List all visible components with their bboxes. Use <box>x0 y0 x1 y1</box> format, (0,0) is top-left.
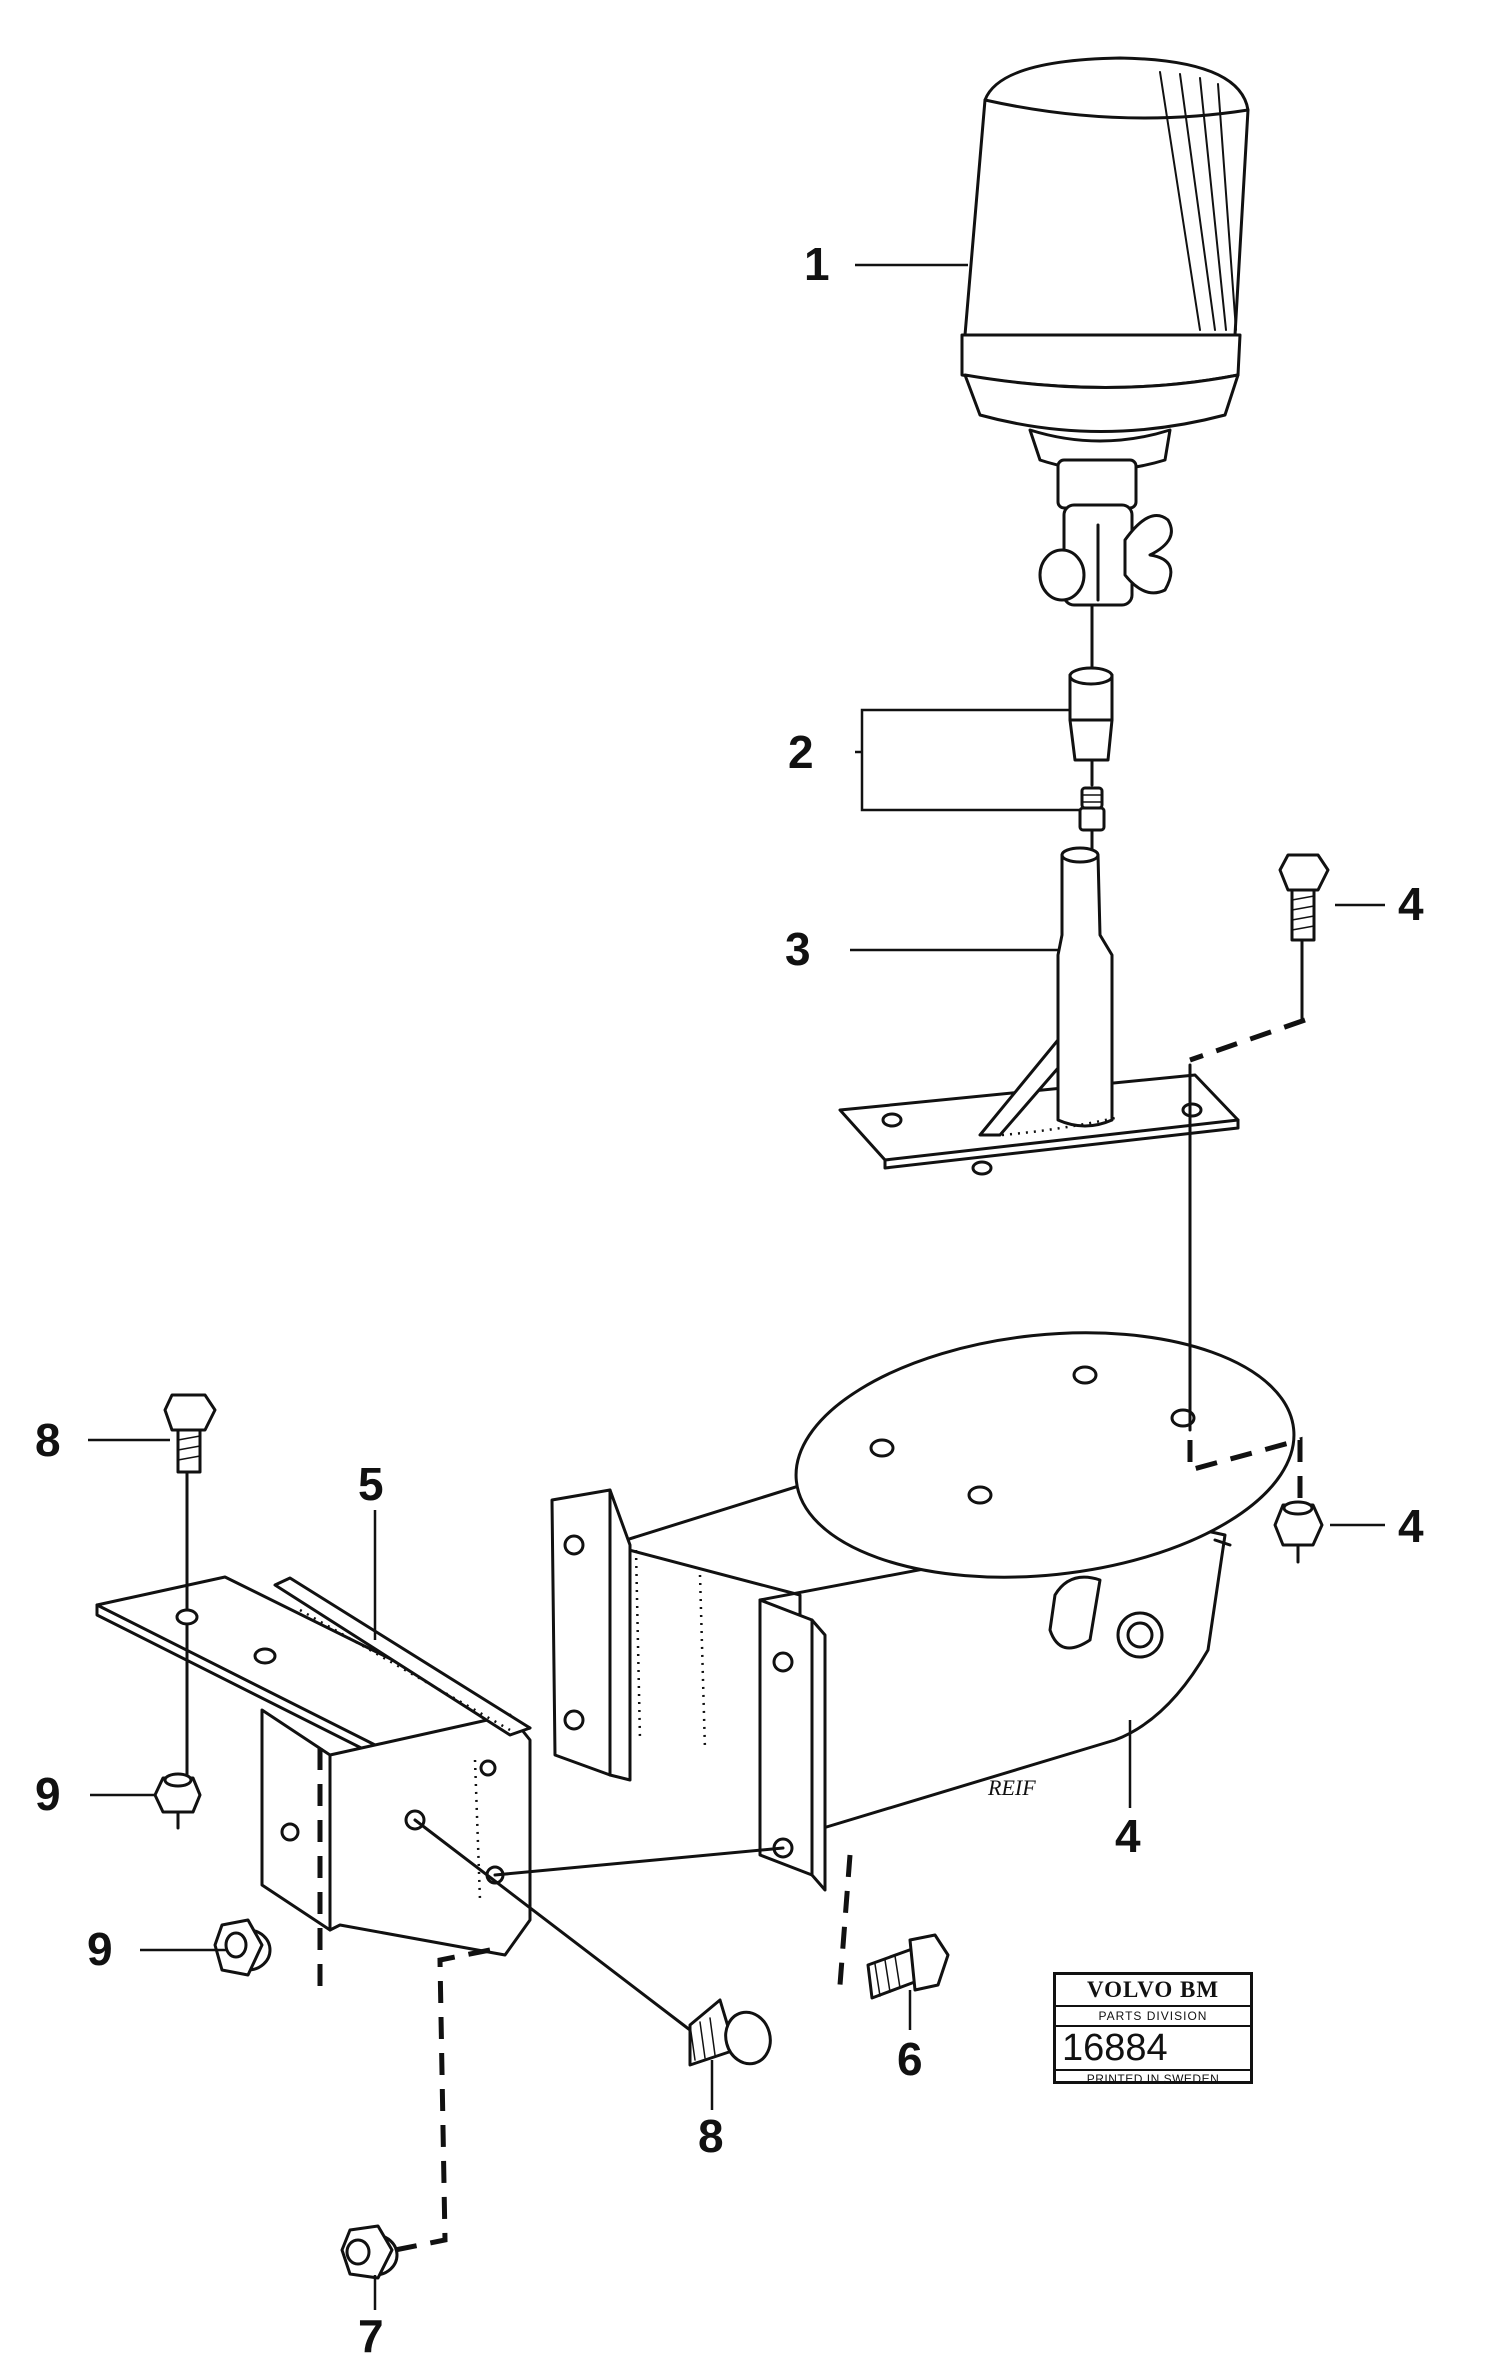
part-5-angle-bracket <box>95 1575 532 1957</box>
part-4-bolt <box>1278 853 1330 942</box>
part-3-mast-plate <box>838 846 1240 1176</box>
callout-4-bolt: 4 <box>1398 878 1424 930</box>
stamp-brand: VOLVO BM <box>1056 1975 1250 2007</box>
part-4-swivel-bracket: REIF <box>550 1331 1296 1892</box>
stamp-division: PARTS DIVISION <box>1056 2007 1250 2027</box>
callout-9-bottom: 9 <box>87 1923 113 1975</box>
part-8-bolt-top <box>163 1393 217 1474</box>
part-9-nut-top <box>153 1772 202 1830</box>
callout-8-bottom: 8 <box>698 2110 724 2162</box>
callout-4-nut: 4 <box>1398 1500 1424 1552</box>
part-9-nut-bottom <box>213 1918 272 1977</box>
part-1-beacon-lamp <box>960 56 1250 607</box>
drawing-mark: REIF <box>987 1775 1036 1800</box>
callout-5: 5 <box>358 1458 384 1510</box>
part-4-nut <box>1273 1500 1324 1564</box>
assembly-lines <box>185 938 1306 2253</box>
callout-2: 2 <box>788 726 814 778</box>
callouts: 1 2 3 4 4 4 5 6 7 8 8 9 9 <box>35 238 1424 2361</box>
stamp-number: 16884 <box>1056 2027 1250 2071</box>
callout-7: 7 <box>358 2310 384 2361</box>
part-7-nut <box>340 2224 399 2280</box>
callout-3: 3 <box>785 923 811 975</box>
parts-stamp: VOLVO BM PARTS DIVISION 16884 PRINTED IN… <box>1053 1972 1253 2086</box>
stamp-printed: PRINTED IN SWEDEN <box>1086 2072 1220 2086</box>
callout-1: 1 <box>804 238 830 290</box>
callout-9-top: 9 <box>35 1768 61 1820</box>
part-2-adapter <box>1068 603 1114 852</box>
callout-6: 6 <box>897 2033 923 2085</box>
part-8-bolt-bottom <box>688 1998 772 2067</box>
part-6-bolt <box>866 1933 950 2000</box>
callout-4-bracket: 4 <box>1115 1810 1141 1862</box>
callout-8-top: 8 <box>35 1414 61 1466</box>
leader-lines <box>88 263 1385 2310</box>
